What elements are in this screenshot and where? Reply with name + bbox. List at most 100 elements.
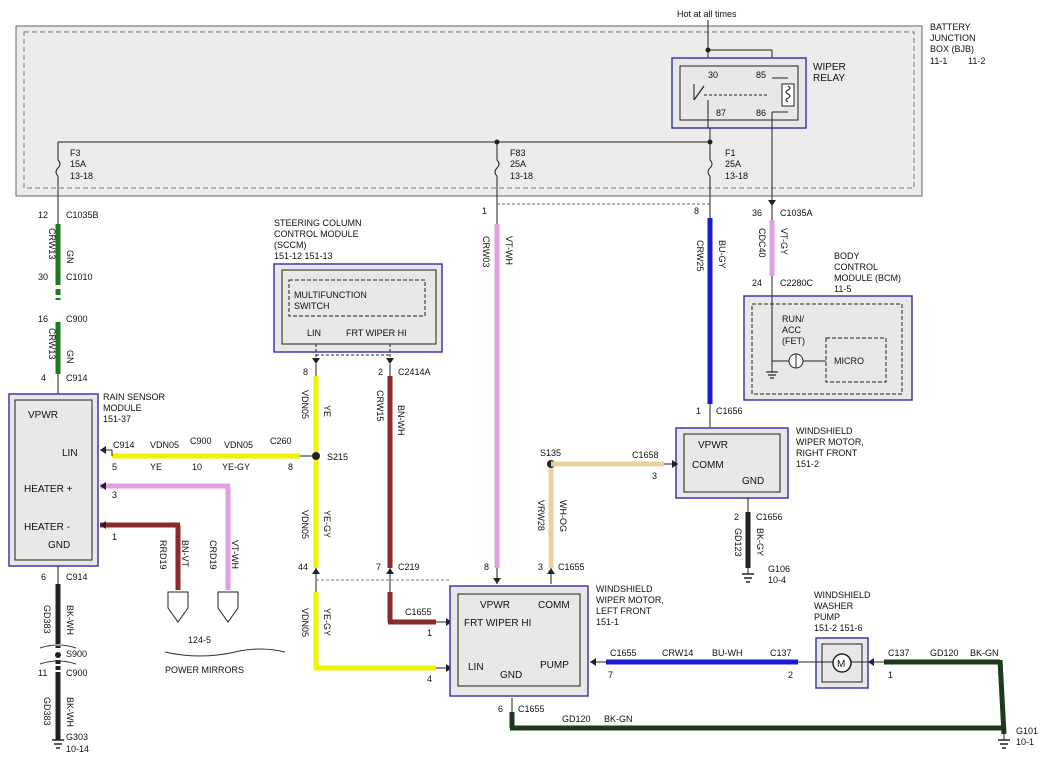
wml-lin: LIN: [468, 662, 484, 673]
rain-heater-pos: HEATER +: [24, 484, 73, 495]
connector-c137-gnd: C137: [888, 648, 910, 658]
fuse-f1-ref: 13-18: [725, 171, 748, 181]
wml-title-3: LEFT FRONT: [596, 606, 652, 616]
mirrors-ref: 124-5: [188, 635, 211, 645]
pin-1-heater: 1: [112, 532, 117, 542]
wire-cdc40: CDC40: [757, 228, 767, 258]
windshield-washer-pump: M WINDSHIELD WASHER PUMP 151-2 151-6: [814, 590, 871, 689]
connector-c1656-bottom: C1656: [756, 512, 783, 522]
relay-pin-85: 85: [756, 70, 766, 80]
wml-frt-wiper-hi: FRT WIPER HI: [464, 618, 531, 629]
connector-c1655-gnd: C1655: [518, 704, 545, 714]
pin-10: 10: [192, 462, 202, 472]
sccm-frt-wiper-hi: FRT WIPER HI: [346, 328, 407, 338]
connector-c914: C914: [66, 373, 88, 383]
wire-vt-wh-heater: VT-WH: [230, 540, 240, 569]
rain-title-2: MODULE: [103, 403, 142, 413]
rain-ref: 151-37: [103, 414, 131, 424]
wire-ye: YE: [150, 462, 162, 472]
wire-crw13-b: CRW13: [47, 328, 57, 359]
wire-vdn05-e: VDN05: [300, 608, 310, 637]
wire-gd120-a: GD120: [930, 648, 959, 658]
wire-vdn05-d: VDN05: [300, 510, 310, 539]
wire-gd383-a: GD383: [42, 605, 52, 634]
fuse-f3-ref: 13-18: [70, 171, 93, 181]
bcm-title-2: CONTROL: [834, 262, 878, 272]
wire-gd120-b: GD120: [562, 714, 591, 724]
wmr-title-3: RIGHT FRONT: [796, 448, 858, 458]
connector-c900-lin: C900: [190, 436, 212, 446]
circuit-gd123: 2 C1656 GD123 BK-GY G106 10-4: [733, 498, 790, 585]
circuit-gd383: 6 C914 S900 11 C900 G303 10-14 GD383 BK-…: [38, 566, 89, 754]
sccm-switch-2: SWITCH: [294, 301, 330, 311]
pin-8-vpwr: 8: [484, 562, 489, 572]
pin-1-c1656: 1: [696, 406, 701, 416]
wml-vpwr: VPWR: [480, 600, 510, 611]
pin-2-sccm: 2: [378, 367, 383, 377]
circuit-gd120: C137 GD120 BK-GN 1 6 C1655 GD120 BK-GN G…: [498, 648, 1038, 749]
wml-title-2: WIPER MOTOR,: [596, 595, 664, 605]
connector-c1656-top: C1656: [716, 406, 743, 416]
connector-c2414a: C2414A: [398, 367, 431, 377]
pin-11: 11: [38, 668, 47, 678]
wml-gnd: GND: [500, 670, 522, 681]
pin-2-pump: 2: [788, 670, 793, 680]
wire-bu-wh: BU-WH: [712, 648, 743, 658]
wml-comm: COMM: [538, 600, 570, 611]
pin-30: 30: [38, 272, 48, 282]
circuit-cdc40: 36 C1035A CDC40 VT-GY 24 C2280C: [752, 196, 814, 294]
rain-sensor-module: VPWR LIN HEATER + HEATER - GND RAIN SENS…: [8, 392, 166, 567]
ground-g303-name: G303: [66, 732, 88, 742]
circuit-crw13: 12 C1035B 30 C1010 16 C900 4 C914 CRW13 …: [38, 204, 99, 394]
wire-ye-gy: YE-GY: [222, 462, 250, 472]
wire-ye-gy-b: YE-GY: [322, 510, 332, 538]
sccm-title-2: CONTROL MODULE: [274, 229, 359, 239]
circuit-crw25: 8 CRW25 BU-GY 1 C1656: [694, 204, 743, 428]
wire-gd123: GD123: [733, 528, 743, 557]
fuse-f83-name: F83: [510, 148, 526, 158]
wire-bk-wh-b: BK-WH: [65, 697, 75, 727]
wire-bk-gy: BK-GY: [755, 528, 765, 556]
connector-c1655-comm: C1655: [558, 562, 585, 572]
pin-44: 44: [298, 562, 308, 572]
wml-pump: PUMP: [540, 660, 569, 671]
pin-1-crw03: 1: [482, 206, 487, 216]
bcm-run-3: (FET): [782, 336, 805, 346]
pin-36: 36: [752, 208, 762, 218]
fuse-f1-name: F1: [725, 148, 736, 158]
wml-title-1: WINDSHIELD: [596, 584, 653, 594]
pin-8-sccm: 8: [303, 367, 308, 377]
sccm-title-1: STEERING COLUMN: [274, 218, 362, 228]
bjb-ref-b: 11-2: [968, 56, 985, 66]
pin-6: 6: [41, 572, 46, 582]
sccm-switch-1: MULTIFUNCTION: [294, 290, 367, 300]
pin-3-comm: 3: [538, 562, 543, 572]
fuse-bus: [55, 128, 713, 204]
connector-c914-gnd: C914: [66, 572, 88, 582]
ground-g101-name: G101: [1016, 726, 1038, 736]
circuit-rrd19: 1 RRD19 BN-VT: [100, 521, 190, 590]
wire-bk-gn-a: BK-GN: [970, 648, 999, 658]
pump-motor-symbol: M: [837, 659, 845, 670]
circuit-crw14: C1655 CRW14 BU-WH C137 7 2: [590, 648, 816, 680]
circuit-crw03: 1 CRW03 VT-WH 8: [481, 203, 710, 584]
wmr-title-1: WINDSHIELD: [796, 426, 853, 436]
ground-g101-ref: 10-1: [1016, 737, 1034, 747]
wire-vdn05-a: VDN05: [150, 440, 179, 450]
sccm-ref: 151-12 151-13: [274, 251, 333, 261]
connector-c900: C900: [66, 314, 88, 324]
wire-bn-wh: BN-WH: [396, 405, 406, 436]
wmr-vpwr: VPWR: [698, 440, 728, 451]
wmr-comm: COMM: [692, 460, 724, 471]
wire-crw03: CRW03: [481, 236, 491, 267]
connector-c260: C260: [270, 436, 292, 446]
wire-vt-wh: VT-WH: [504, 236, 514, 265]
wire-crw25: CRW25: [695, 240, 705, 271]
pin-2-c1656: 2: [734, 512, 739, 522]
pin-8-crw25: 8: [694, 206, 699, 216]
wire-bk-gn-b: BK-GN: [604, 714, 633, 724]
pin-24: 24: [752, 278, 762, 288]
washer-ref: 151-2 151-6: [814, 623, 863, 633]
fuse-f83-amps: 25A: [510, 159, 526, 169]
